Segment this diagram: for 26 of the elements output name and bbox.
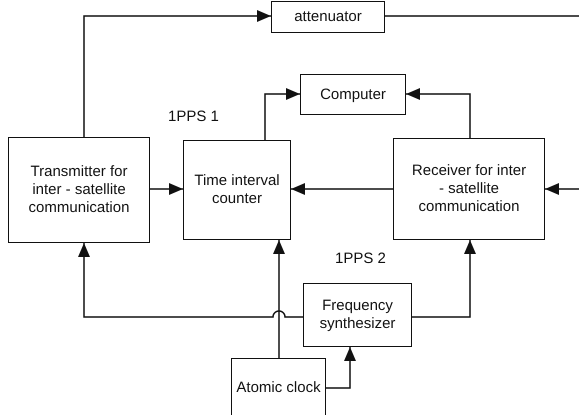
box-label: Time interval counter — [193, 172, 281, 208]
process-box — [393, 138, 545, 240]
connector-arrow — [406, 88, 471, 138]
connector-arrow — [150, 183, 183, 195]
process-box — [303, 283, 412, 347]
box-label: Computer — [320, 86, 386, 104]
signal-label: 1PPS 2 — [335, 250, 386, 267]
process-box — [183, 140, 291, 240]
connector-arrow — [291, 183, 393, 195]
connector-arrow — [273, 240, 285, 358]
connector-arrow — [412, 240, 476, 318]
connector-arrow — [545, 183, 579, 195]
process-box — [8, 137, 150, 243]
process-box — [271, 1, 385, 33]
signal-label: 1PPS 1 — [168, 108, 219, 125]
connector-arrow — [83, 10, 271, 137]
connector-arrow — [78, 243, 303, 318]
process-box — [300, 74, 406, 115]
connector-arrow — [264, 88, 300, 140]
process-box — [231, 358, 326, 415]
connector-arrow — [326, 347, 356, 389]
box-label: Transmitter for inter - satellite communication — [28, 163, 130, 217]
box-label: Frequency synthesizer — [318, 297, 396, 333]
box-label: Atomic clock — [236, 379, 321, 397]
box-label: attenuator — [294, 8, 362, 26]
box-label: Receiver for inter - satellite communication — [410, 162, 528, 216]
